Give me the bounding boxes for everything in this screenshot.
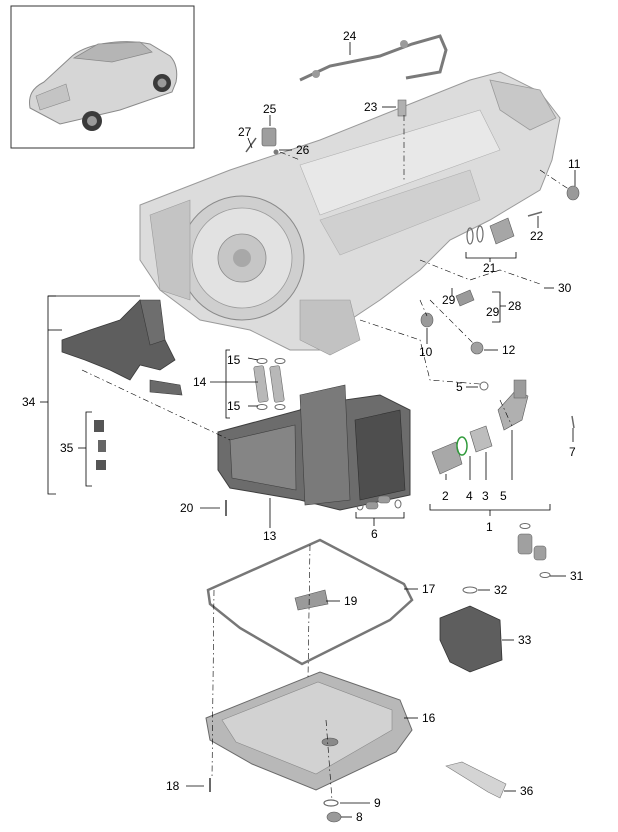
leader-lines — [40, 42, 576, 818]
part-plug-12 — [470, 341, 484, 355]
callout-14: 14 — [193, 375, 207, 389]
part-sealant-tube-36 — [445, 761, 507, 799]
callout-22: 22 — [530, 229, 544, 243]
callout-24: 24 — [343, 29, 357, 43]
part-harness-34 — [61, 299, 183, 396]
callout-5-lower: 5 — [500, 489, 507, 503]
callout-3: 3 — [482, 489, 489, 503]
part-tubes-14 — [253, 365, 285, 403]
part-oil-pump-33 — [439, 586, 503, 673]
callout-13: 13 — [263, 529, 277, 543]
part-hose — [299, 34, 448, 82]
callout-15-upper: 15 — [227, 353, 241, 367]
part-oil-filter-assembly — [431, 379, 575, 475]
part-seal-9 — [323, 799, 339, 807]
callout-9: 9 — [374, 796, 381, 810]
callout-8: 8 — [356, 810, 363, 824]
callout-18: 18 — [166, 779, 180, 793]
part-oil-pan-16 — [205, 671, 413, 791]
callout-15-lower: 15 — [227, 399, 241, 413]
part-bolt-22 — [527, 211, 543, 217]
callout-30: 30 — [558, 281, 572, 295]
callout-35: 35 — [60, 441, 74, 455]
callout-33: 33 — [518, 633, 532, 647]
part-breather-23 — [397, 99, 407, 117]
callout-25: 25 — [263, 102, 277, 116]
part-strainer-19 — [294, 589, 329, 611]
part-drain-plug-8 — [326, 811, 342, 823]
callout-27: 27 — [238, 125, 252, 139]
callout-23: 23 — [364, 100, 378, 114]
callout-34: 34 — [22, 395, 36, 409]
callout-12: 12 — [502, 343, 516, 357]
callout-31: 31 — [570, 569, 584, 583]
callout-labels: 24 23 25 27 26 11 22 21 30 29 28 29 10 1… — [22, 29, 584, 824]
part-plug-10 — [420, 312, 434, 328]
callout-7: 7 — [569, 445, 576, 459]
callout-6: 6 — [371, 527, 378, 541]
part-plug-11 — [566, 185, 580, 201]
callout-10: 10 — [419, 345, 433, 359]
part-valves-6 — [356, 495, 402, 511]
callout-28: 28 — [508, 299, 522, 313]
callout-32: 32 — [494, 583, 508, 597]
part-sensor-28 — [455, 289, 475, 307]
callout-26: 26 — [296, 143, 310, 157]
callout-20: 20 — [180, 501, 194, 515]
callout-17: 17 — [422, 582, 436, 596]
callout-19: 19 — [344, 594, 358, 608]
part-connectors-35 — [94, 420, 106, 470]
part-seals-21 — [466, 217, 515, 245]
part-orings-15 — [256, 358, 286, 410]
part-gasket-17 — [206, 538, 414, 666]
callout-1: 1 — [486, 520, 493, 534]
assembly-lines — [81, 115, 571, 801]
part-valve-body-13 — [217, 384, 411, 511]
vehicle-thumbnail — [10, 5, 195, 149]
callout-36: 36 — [520, 784, 534, 798]
callout-11: 11 — [568, 157, 581, 171]
callout-2: 2 — [442, 489, 449, 503]
callout-4: 4 — [466, 489, 473, 503]
callout-29b: 29 — [486, 305, 500, 319]
callout-5-upper: 5 — [456, 380, 463, 394]
transmission-housing — [139, 71, 561, 356]
callout-16: 16 — [422, 711, 436, 725]
callout-21: 21 — [483, 261, 497, 275]
part-unions-31 — [517, 523, 551, 578]
callout-29a: 29 — [442, 293, 456, 307]
